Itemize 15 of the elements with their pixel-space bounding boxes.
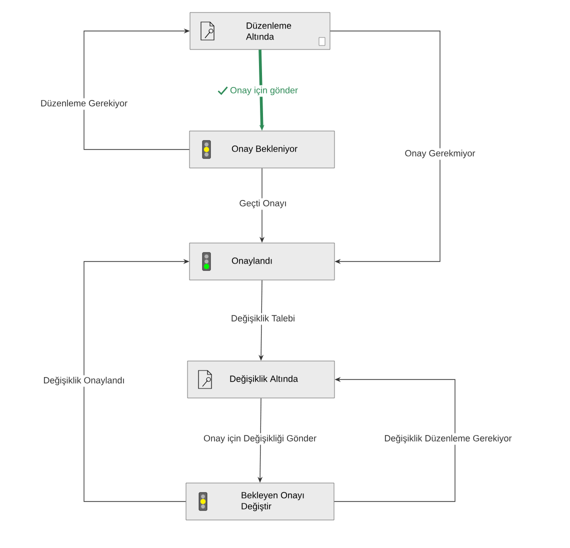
edge-label: Değişiklik Onaylandı — [44, 376, 124, 386]
edge-label: Onay için gönder — [230, 86, 298, 96]
state-box: Bekleyen Onayı Değiştir — [186, 482, 334, 520]
edge-label: Düzenleme Gerekiyor — [41, 100, 128, 108]
edge-label: Değişiklik Talebi — [232, 314, 294, 324]
edge-label: Onay Gerekmiyor — [405, 150, 476, 158]
arrow — [330, 30, 440, 264]
arrow — [84, 28, 190, 150]
state-box: Onay Bekleniyor — [189, 130, 335, 168]
state-box: Onaylandı — [189, 242, 335, 280]
edge-label: Değişiklik Düzenleme Gerekiyor — [384, 434, 512, 444]
state-box: Düzenleme Altında — [190, 12, 330, 50]
edge-label: Geçti Onayı — [240, 200, 286, 208]
edge-label: Onay için Değişikliği Gönder — [204, 434, 316, 444]
state-box: Değişiklik Altında — [187, 360, 335, 398]
